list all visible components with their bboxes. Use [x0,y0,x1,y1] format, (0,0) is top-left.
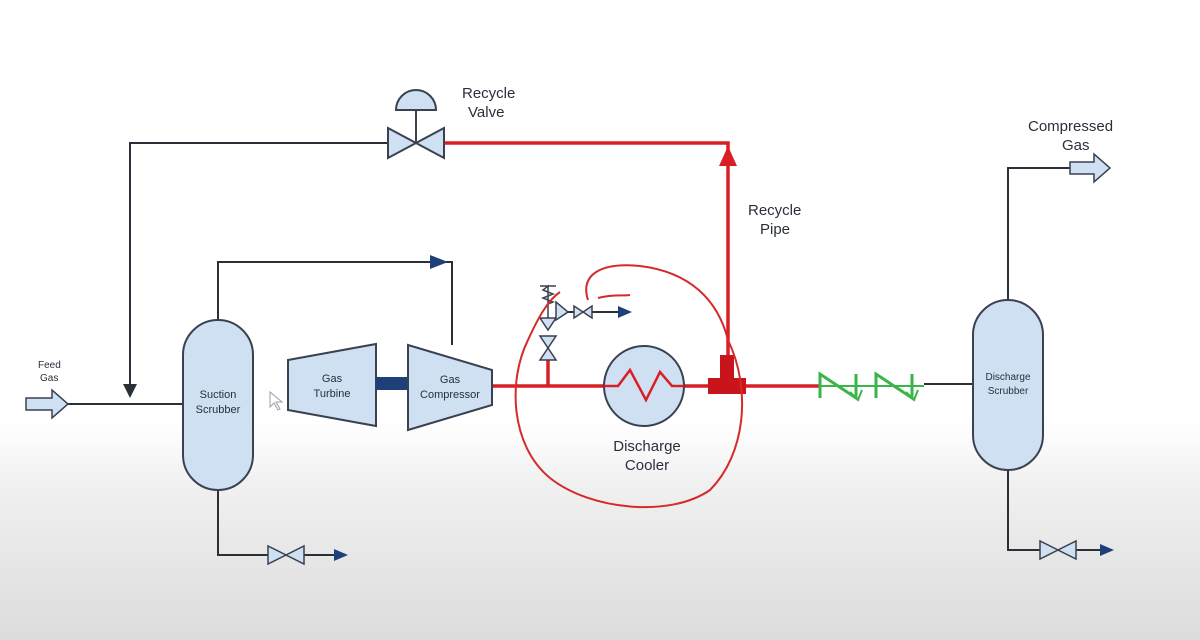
recycle-pipe-label-line2: Pipe [760,221,790,238]
recycle-return-arrow [123,384,137,398]
recycle-pipe [444,141,730,360]
gas-turbine [287,342,377,428]
discharge-cooler-label-line1: Discharge [613,438,681,455]
compressed-gas-arrow-icon [1069,152,1112,184]
compressed-gas-label-line1: Compressed [1028,118,1113,135]
discharge-cooler [603,345,685,427]
check-valve-1 [818,371,858,401]
recycle-valve-label-line1: Recycle [462,85,515,102]
process-lines [68,142,1104,556]
suction-drain-line [217,490,268,556]
check-valves [818,371,924,402]
discharge-scrubber-vessel [972,299,1044,471]
suction-scrubber-label-line2: Scrubber [196,404,241,416]
discharge-scrubber-label-line1: Discharge [985,372,1030,383]
turbine-compressor-shaft [376,377,408,390]
discharge-drain-line [1007,470,1040,551]
gas-compressor [407,343,493,432]
compressed-gas-label-line2: Gas [1062,137,1090,154]
relief-valve-assembly [538,284,593,361]
hand-drawn-annotation [514,264,744,509]
recycle-pipe-label-line1: Recycle [748,202,801,219]
discharge-drain-arrow [1100,544,1114,556]
feed-gas-arrow-icon [25,388,70,420]
recycle-valve-label-line2: Valve [468,104,504,121]
mouse-cursor-icon [269,390,284,411]
recycle-return-line [129,142,388,390]
labels: Recycle Valve Recycle Pipe Compressed Ga… [38,85,1113,474]
recycle-pipe-arrow [719,146,737,166]
gas-turbine-label-line2: Turbine [314,388,351,400]
suction-scrubber-label-line1: Suction [200,389,237,401]
suction-line [217,261,453,345]
suction-drain-arrow [334,549,348,561]
gas-compressor-label-line1: Gas [440,374,461,386]
check-valve-2 [874,371,914,401]
suction-scrubber-vessel [182,319,254,491]
recycle-tee-fitting [708,378,746,394]
vent-arrow [618,306,632,318]
suction-drain-valve [267,544,305,566]
recycle-tee-stem [720,355,734,380]
feed-gas-label-line2: Gas [40,373,58,384]
discharge-scrubber-label-line2: Scrubber [988,386,1029,397]
feed-gas-label-line1: Feed [38,360,61,371]
suction-top-arrow [430,255,448,269]
recycle-valve [387,89,445,160]
discharge-cooler-label-line2: Cooler [625,457,669,474]
gas-turbine-label-line1: Gas [322,373,343,385]
discharge-drain-valve [1039,539,1077,561]
gas-compressor-label-line2: Compressor [420,389,480,401]
compressed-gas-line [1007,167,1070,300]
